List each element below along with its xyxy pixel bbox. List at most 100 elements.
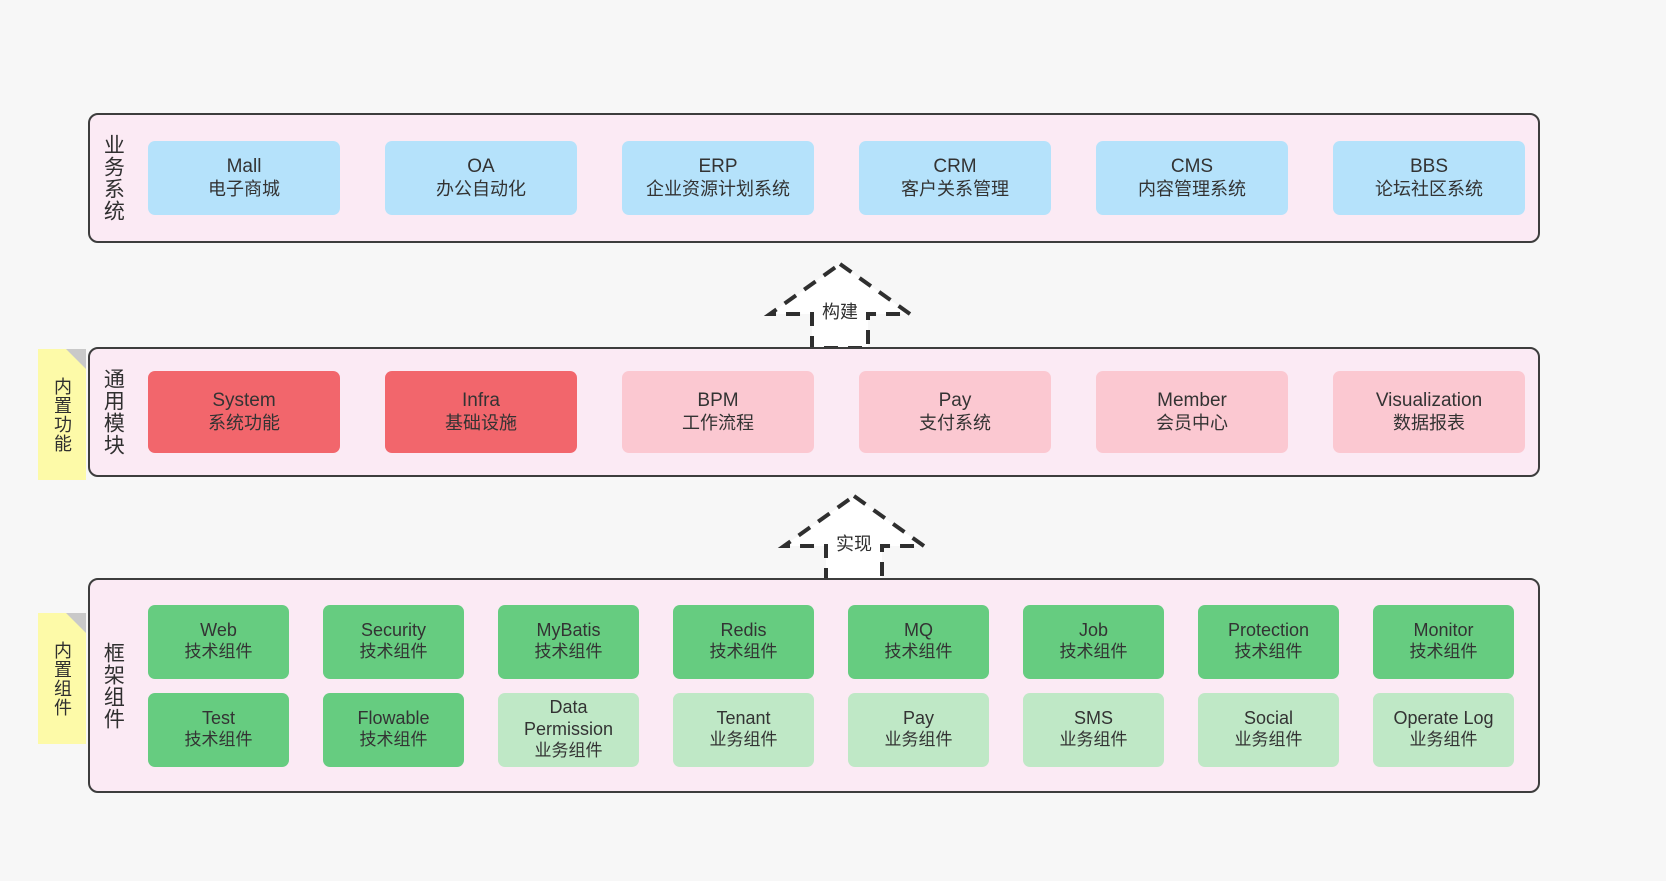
card-subtitle: 支付系统 xyxy=(919,412,991,433)
card-title: Data Permission xyxy=(523,697,614,740)
card-title: MyBatis xyxy=(536,620,601,641)
card-sms[interactable]: SMS 业务组件 xyxy=(1023,692,1164,767)
card-flowable[interactable]: Flowable 技术组件 xyxy=(323,692,464,767)
card-title: Protection xyxy=(1227,620,1310,641)
implement-arrow: 实现 xyxy=(766,490,942,582)
card-bpm[interactable]: BPM 工作流程 xyxy=(622,371,814,453)
card-redis[interactable]: Redis 技术组件 xyxy=(673,604,814,679)
card-subtitle: 业务组件 xyxy=(534,741,603,761)
card-subtitle: 技术组件 xyxy=(1234,642,1303,662)
card-row: Test 技术组件 Flowable 技术组件 Data Permission … xyxy=(148,692,1524,767)
card-pay[interactable]: Pay 支付系统 xyxy=(859,371,1051,453)
card-bbs[interactable]: BBS 论坛社区系统 xyxy=(1333,141,1525,215)
card-subtitle: 业务组件 xyxy=(1409,730,1478,750)
card-row: Web 技术组件 Security 技术组件 MyBatis 技术组件 Redi… xyxy=(148,604,1524,679)
card-subtitle: 数据报表 xyxy=(1393,412,1465,433)
layer-body-business-systems: Mall 电子商城 OA 办公自动化 ERP 企业资源计划系统 CRM 客户关系… xyxy=(134,115,1539,241)
card-subtitle: 技术组件 xyxy=(1409,642,1478,662)
build-arrow: 构建 xyxy=(752,258,928,350)
card-title: Flowable xyxy=(357,708,430,729)
layer-framework-components[interactable]: 框架组件 Web 技术组件 Security 技术组件 MyBatis 技术组件… xyxy=(88,578,1540,793)
card-title: CMS xyxy=(1170,156,1214,178)
card-subtitle: 内容管理系统 xyxy=(1138,178,1246,199)
card-tenant[interactable]: Tenant 业务组件 xyxy=(673,692,814,767)
card-subtitle: 技术组件 xyxy=(884,642,953,662)
card-monitor[interactable]: Monitor 技术组件 xyxy=(1373,604,1514,679)
card-title: BPM xyxy=(697,390,739,412)
card-subtitle: 技术组件 xyxy=(184,730,253,750)
card-title: SMS xyxy=(1073,708,1113,729)
card-subtitle: 电子商城 xyxy=(208,178,280,199)
sticky-note-builtin-components: 内置组件 xyxy=(38,613,86,744)
card-subtitle: 技术组件 xyxy=(709,642,778,662)
card-title: Tenant xyxy=(716,708,771,729)
card-mybatis[interactable]: MyBatis 技术组件 xyxy=(498,604,639,679)
card-protection[interactable]: Protection 技术组件 xyxy=(1198,604,1339,679)
card-title: Mall xyxy=(226,156,262,178)
layer-title-business-systems: 业务系统 xyxy=(101,134,125,222)
card-social[interactable]: Social 业务组件 xyxy=(1198,692,1339,767)
card-subtitle: 技术组件 xyxy=(534,642,603,662)
sticky-note-label: 内置功能 xyxy=(52,376,72,453)
card-title: CRM xyxy=(933,156,977,178)
card-title: OA xyxy=(467,156,495,178)
card-test[interactable]: Test 技术组件 xyxy=(148,692,289,767)
card-mall[interactable]: Mall 电子商城 xyxy=(148,141,340,215)
card-web[interactable]: Web 技术组件 xyxy=(148,604,289,679)
card-pay-business[interactable]: Pay 业务组件 xyxy=(848,692,989,767)
card-visualization[interactable]: Visualization 数据报表 xyxy=(1333,371,1525,453)
card-title: MQ xyxy=(904,620,933,641)
card-oa[interactable]: OA 办公自动化 xyxy=(385,141,577,215)
card-cms[interactable]: CMS 内容管理系统 xyxy=(1096,141,1288,215)
card-title: Security xyxy=(360,620,427,641)
layer-title-framework-components: 框架组件 xyxy=(101,641,125,730)
card-title: Web xyxy=(200,620,237,641)
card-member[interactable]: Member 会员中心 xyxy=(1096,371,1288,453)
card-job[interactable]: Job 技术组件 xyxy=(1023,604,1164,679)
card-mq[interactable]: MQ 技术组件 xyxy=(848,604,989,679)
card-title: Test xyxy=(201,708,235,729)
card-data-permission[interactable]: Data Permission 业务组件 xyxy=(498,692,639,767)
layer-title-common-modules: 通用模块 xyxy=(101,368,125,456)
card-title: Member xyxy=(1157,390,1227,412)
card-subtitle: 会员中心 xyxy=(1156,412,1228,433)
card-subtitle: 系统功能 xyxy=(208,412,280,433)
card-title: Operate Log xyxy=(1393,708,1494,729)
dashed-up-arrow-icon xyxy=(763,261,917,350)
layer-business-systems[interactable]: 业务系统 Mall 电子商城 OA 办公自动化 ERP 企业资源计划系统 CRM… xyxy=(88,113,1540,243)
card-subtitle: 业务组件 xyxy=(1059,730,1128,750)
card-subtitle: 论坛社区系统 xyxy=(1375,178,1483,199)
card-erp[interactable]: ERP 企业资源计划系统 xyxy=(622,141,814,215)
card-title: Visualization xyxy=(1375,390,1483,412)
card-operate-log[interactable]: Operate Log 业务组件 xyxy=(1373,692,1514,767)
card-subtitle: 业务组件 xyxy=(709,730,778,750)
card-title: Monitor xyxy=(1413,620,1474,641)
card-subtitle: 办公自动化 xyxy=(436,178,526,199)
card-subtitle: 业务组件 xyxy=(1234,730,1303,750)
sticky-note-builtin-functions: 内置功能 xyxy=(38,349,86,480)
card-subtitle: 客户关系管理 xyxy=(901,178,1009,199)
layer-body-framework-components: Web 技术组件 Security 技术组件 MyBatis 技术组件 Redi… xyxy=(134,580,1538,791)
card-title: ERP xyxy=(698,156,738,178)
card-title: Infra xyxy=(461,390,501,412)
card-row: Mall 电子商城 OA 办公自动化 ERP 企业资源计划系统 CRM 客户关系… xyxy=(148,141,1525,215)
card-subtitle: 技术组件 xyxy=(359,730,428,750)
dashed-up-arrow-icon xyxy=(777,493,931,582)
layer-body-common-modules: System 系统功能 Infra 基础设施 BPM 工作流程 Pay 支付系统… xyxy=(134,349,1539,475)
card-subtitle: 企业资源计划系统 xyxy=(646,178,790,199)
card-row: System 系统功能 Infra 基础设施 BPM 工作流程 Pay 支付系统… xyxy=(148,371,1525,453)
card-infra[interactable]: Infra 基础设施 xyxy=(385,371,577,453)
card-subtitle: 基础设施 xyxy=(445,412,517,433)
layer-common-modules[interactable]: 通用模块 System 系统功能 Infra 基础设施 BPM 工作流程 Pay… xyxy=(88,347,1540,477)
card-subtitle: 业务组件 xyxy=(884,730,953,750)
card-subtitle: 技术组件 xyxy=(184,642,253,662)
card-security[interactable]: Security 技术组件 xyxy=(323,604,464,679)
card-system[interactable]: System 系统功能 xyxy=(148,371,340,453)
sticky-note-label: 内置组件 xyxy=(52,640,72,717)
card-title: System xyxy=(212,390,276,412)
card-title: Redis xyxy=(720,620,767,641)
card-crm[interactable]: CRM 客户关系管理 xyxy=(859,141,1051,215)
card-title: Pay xyxy=(902,708,935,729)
card-title: Social xyxy=(1243,708,1294,729)
